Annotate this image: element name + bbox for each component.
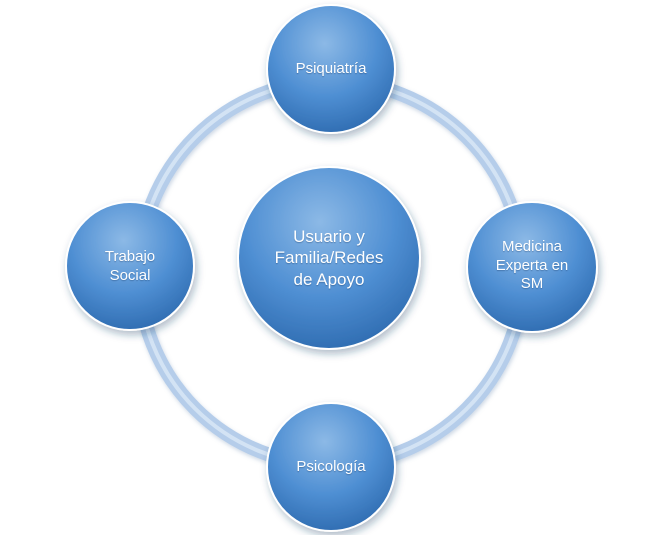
node-label-trabajo-social: Trabajo Social: [104, 248, 156, 284]
center-node-label: Usuario y Familia/Redes de Apoyo: [274, 227, 384, 289]
center-node: [237, 166, 421, 350]
node-label-medicina: Medicina Experta en SM: [495, 237, 569, 293]
node-label-psiquiatria: Psiquiatría: [295, 59, 367, 77]
node-psiquiatria: [266, 4, 396, 134]
node-label-psicologia: Psicología: [296, 457, 366, 475]
node-medicina: [466, 201, 598, 333]
node-trabajo-social: [65, 201, 195, 331]
node-psicologia: [266, 402, 396, 532]
